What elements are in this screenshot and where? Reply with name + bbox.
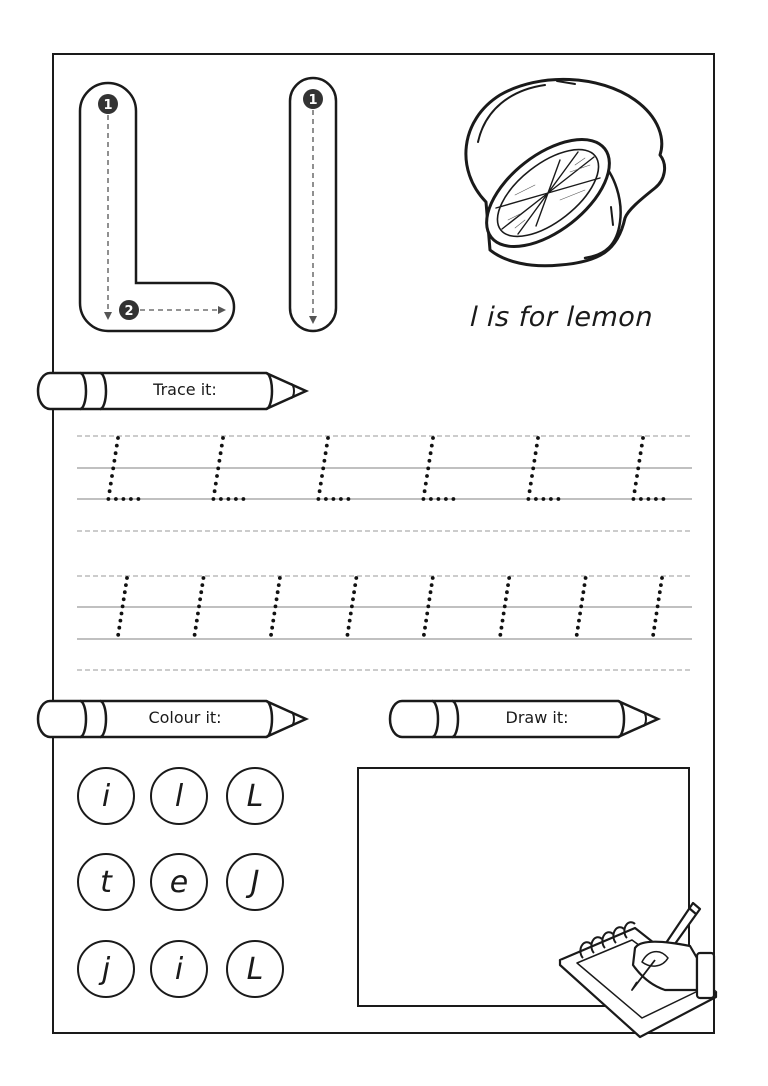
colour-circle[interactable]: i xyxy=(150,940,208,998)
colour-circle[interactable]: L xyxy=(226,940,284,998)
pencil-banner-draw xyxy=(388,699,662,739)
pencil-banner-colour xyxy=(36,699,310,739)
pencil-banner-trace xyxy=(36,371,310,411)
trace-row-uppercase xyxy=(77,435,692,532)
section-label-draw: Draw it: xyxy=(505,708,569,727)
draw-box[interactable] xyxy=(357,767,690,1007)
colour-circle[interactable]: i xyxy=(77,767,135,825)
trace-row-lowercase xyxy=(77,575,692,671)
colour-circle[interactable]: j xyxy=(77,940,135,998)
page-border xyxy=(52,53,715,1034)
colour-circle[interactable]: J xyxy=(226,853,284,911)
colour-circle[interactable]: e xyxy=(150,853,208,911)
colour-circle[interactable]: L xyxy=(226,767,284,825)
section-label-trace: Trace it: xyxy=(153,380,217,399)
section-label-colour: Colour it: xyxy=(148,708,222,727)
colour-circle[interactable]: t xyxy=(77,853,135,911)
colour-circle[interactable]: l xyxy=(150,767,208,825)
